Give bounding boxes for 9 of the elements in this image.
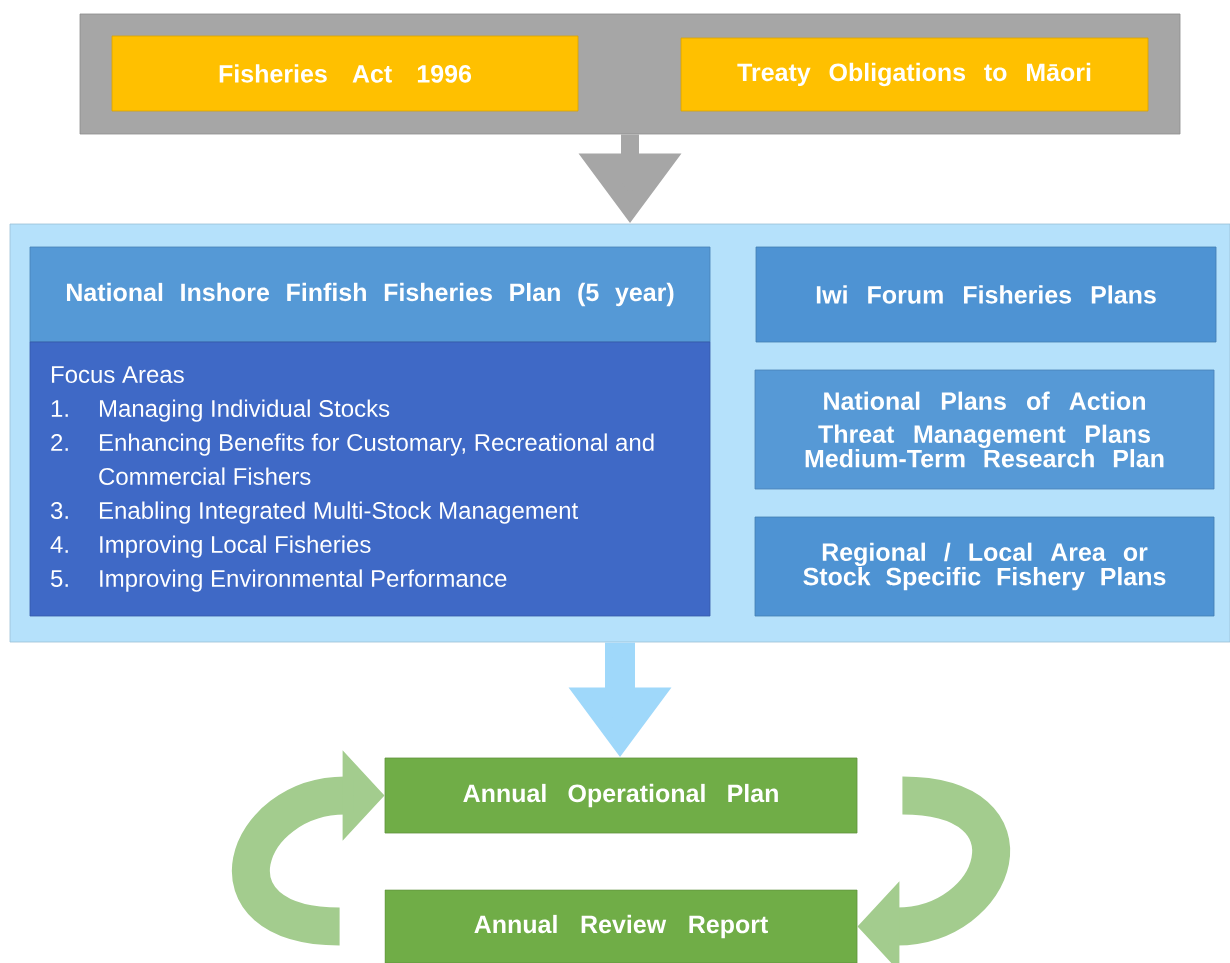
process-box: Annual Review Report xyxy=(384,889,858,963)
plan-heading-box: National Inshore Finfish Fisheries Plan (5 year) xyxy=(29,246,711,343)
process-box: Annual Operational Plan xyxy=(384,757,858,834)
focus-areas-box: Focus Areas 1. Managing Individual Stocks 2. Enhancing Benefits for Customary, Recreational and Commercial Fishers 3. Enabling Integrated Multi-Stock Management 4. Improving Local Fisheries 5. Improving Environmental Performance xyxy=(29,341,711,617)
law-box: Treaty Obligations to Māori xyxy=(680,37,1149,112)
plan-box: Regional / Local Area or Stock Specific Fishery Plans xyxy=(754,516,1215,617)
plan-box: National Plans of Action Threat Management Plans Medium-Term Research Plan xyxy=(754,369,1215,490)
law-box: Fisheries Act 1996 xyxy=(111,35,579,112)
plan-box: Iwi Forum Fisheries Plans xyxy=(755,246,1217,343)
